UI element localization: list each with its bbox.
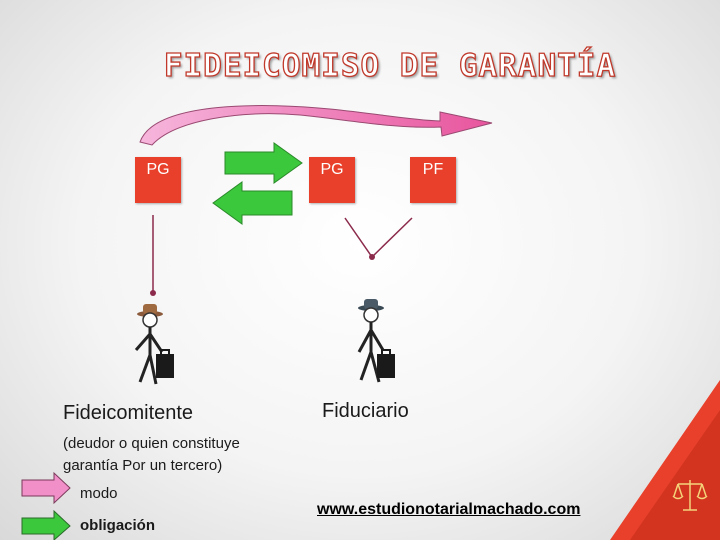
obligacion-arrow-left: [212, 181, 293, 225]
page-title: FIDEICOMISO DE GARANTÍA: [163, 47, 617, 84]
obligacion-legend-arrow: [21, 509, 71, 540]
pf-box: PF: [410, 157, 456, 203]
footer-url-link[interactable]: www.estudionotarialmachado.com: [317, 501, 581, 518]
scales-of-justice-icon: [672, 480, 708, 511]
pg-box-left: PG: [135, 157, 181, 203]
modo-curved-arrow: [139, 105, 493, 146]
connector-pf-fiduciario: [371, 217, 413, 258]
modo-legend-arrow: [21, 471, 71, 505]
fiduciario-figure-icon: [357, 299, 395, 383]
fideicomitente-label: Fideicomitente: [63, 402, 194, 424]
legend-obligacion-label: obligación: [80, 517, 155, 534]
legend-modo-label: modo: [80, 485, 118, 502]
fideicomitente-description-line1: (deudor o quien constituye: [63, 435, 240, 452]
fideicomitente-figure-icon: [134, 304, 174, 385]
corner-decoration: [610, 380, 720, 540]
fiduciario-label: Fiduciario: [322, 400, 409, 422]
pg-box-right: PG: [309, 157, 355, 203]
connector-pg-fiduciario: [344, 217, 373, 258]
obligacion-arrow-right: [224, 142, 303, 184]
fideicomitente-description-line2: garantía Por un tercero): [63, 457, 223, 474]
